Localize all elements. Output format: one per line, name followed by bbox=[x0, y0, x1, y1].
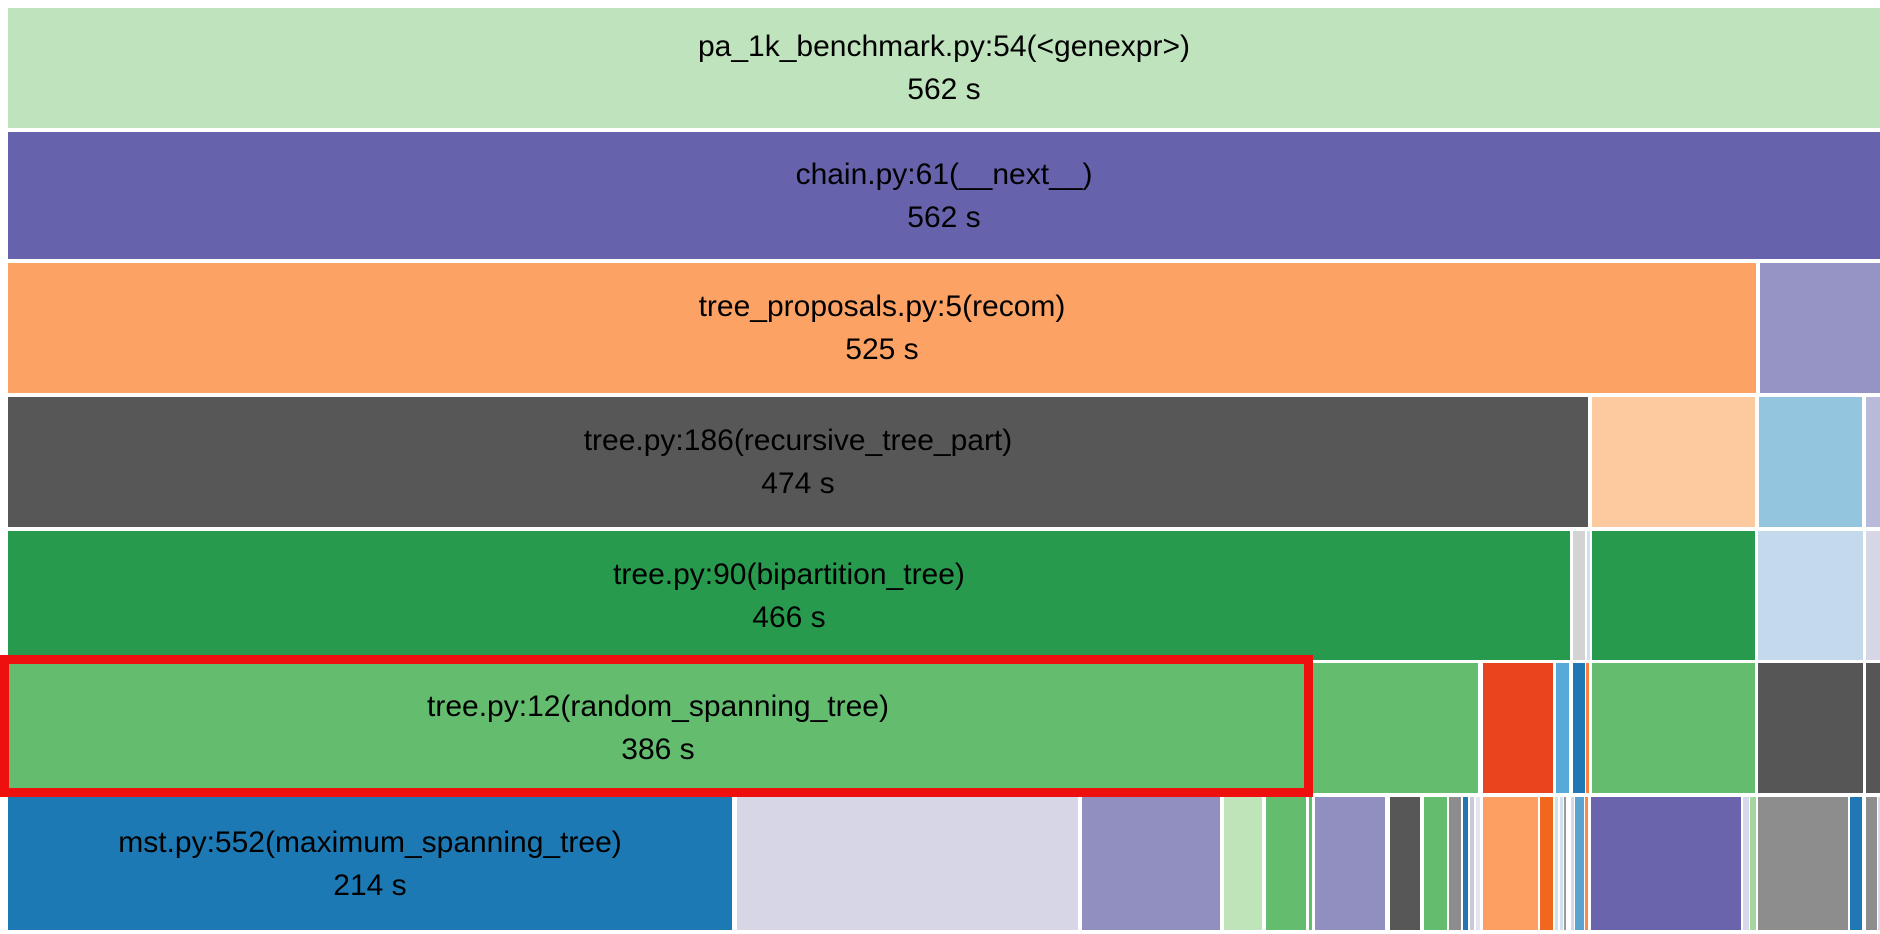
frame-block[interactable] bbox=[1315, 797, 1385, 930]
frame-time: 466 s bbox=[752, 600, 826, 634]
frame-block[interactable] bbox=[1586, 663, 1589, 793]
frame-block[interactable] bbox=[1463, 797, 1468, 930]
frame-label: tree_proposals.py:5(recom) bbox=[698, 290, 1066, 323]
frame-block[interactable] bbox=[1555, 797, 1558, 930]
frame-time: 214 s bbox=[333, 868, 407, 902]
frame-block[interactable] bbox=[1743, 797, 1749, 930]
frame-block[interactable] bbox=[1759, 397, 1862, 527]
frame-time: 562 s bbox=[907, 73, 981, 106]
frame-label: chain.py:61(__next__) bbox=[795, 157, 1093, 191]
frame-time: 562 s bbox=[907, 200, 981, 234]
frame-block[interactable] bbox=[1483, 797, 1538, 930]
frame-block[interactable] bbox=[1313, 663, 1478, 793]
frame-block[interactable] bbox=[1390, 797, 1420, 930]
frame-block[interactable] bbox=[1585, 797, 1588, 930]
frame-block[interactable] bbox=[1573, 663, 1585, 793]
frame-block[interactable] bbox=[1224, 797, 1262, 930]
frame-block-labeled[interactable]: chain.py:61(__next__) 562 s bbox=[8, 132, 1880, 259]
frame-block[interactable] bbox=[1866, 797, 1877, 930]
frame-block[interactable] bbox=[1758, 663, 1863, 793]
frame-block[interactable] bbox=[1587, 531, 1590, 660]
frame-block[interactable] bbox=[1449, 797, 1461, 930]
frame-block[interactable] bbox=[1556, 663, 1569, 793]
frame-block[interactable] bbox=[1591, 797, 1741, 930]
frame-label: tree.py:186(recursive_tree_part) bbox=[583, 424, 1013, 457]
frame-block[interactable] bbox=[1424, 797, 1447, 930]
frame-block[interactable] bbox=[1878, 797, 1880, 930]
frame-block[interactable] bbox=[1750, 797, 1756, 930]
frame-block[interactable] bbox=[1592, 531, 1755, 660]
frame-block[interactable] bbox=[1866, 397, 1880, 527]
frame-block[interactable] bbox=[1592, 397, 1755, 527]
frame-block[interactable] bbox=[1483, 663, 1553, 793]
frame-block-labeled[interactable]: tree.py:12(random_spanning_tree) 386 s bbox=[8, 663, 1308, 793]
frame-label: mst.py:552(maximum_spanning_tree) bbox=[118, 825, 622, 859]
frame-label: tree.py:12(random_spanning_tree) bbox=[427, 690, 889, 723]
frame-block[interactable] bbox=[1573, 531, 1585, 660]
frame-time: 386 s bbox=[621, 733, 695, 766]
frame-block[interactable] bbox=[1758, 797, 1848, 930]
frame-block-labeled[interactable]: tree_proposals.py:5(recom) 525 s bbox=[8, 263, 1756, 393]
frame-block-labeled[interactable]: tree.py:186(recursive_tree_part) 474 s bbox=[8, 397, 1588, 527]
frame-block[interactable] bbox=[1564, 797, 1566, 930]
frame-block[interactable] bbox=[1571, 797, 1574, 930]
frame-block[interactable] bbox=[1592, 663, 1755, 793]
frame-block[interactable] bbox=[1082, 797, 1220, 930]
frame-block[interactable] bbox=[1470, 797, 1474, 930]
frame-block[interactable] bbox=[1866, 531, 1880, 660]
frame-block[interactable] bbox=[1560, 797, 1563, 930]
frame-block[interactable] bbox=[1309, 797, 1312, 930]
frame-block-labeled[interactable]: mst.py:552(maximum_spanning_tree) 214 s bbox=[8, 797, 732, 930]
frame-block[interactable] bbox=[1476, 797, 1480, 930]
frame-block[interactable] bbox=[1266, 797, 1306, 930]
frame-block[interactable] bbox=[1575, 797, 1584, 930]
frame-block[interactable] bbox=[1866, 663, 1880, 793]
frame-block[interactable] bbox=[1758, 531, 1863, 660]
frame-block-labeled[interactable]: pa_1k_benchmark.py:54(<genexpr>) 562 s bbox=[8, 8, 1880, 128]
frame-label: pa_1k_benchmark.py:54(<genexpr>) bbox=[698, 30, 1190, 63]
frame-block-labeled[interactable]: tree.py:90(bipartition_tree) 466 s bbox=[8, 531, 1570, 660]
frame-block[interactable] bbox=[1540, 797, 1553, 930]
frame-label: tree.py:90(bipartition_tree) bbox=[613, 557, 965, 591]
frame-block[interactable] bbox=[1760, 263, 1880, 393]
frame-time: 474 s bbox=[761, 467, 835, 500]
frame-block[interactable] bbox=[737, 797, 1078, 930]
frame-time: 525 s bbox=[845, 333, 919, 366]
frame-block[interactable] bbox=[1850, 797, 1862, 930]
